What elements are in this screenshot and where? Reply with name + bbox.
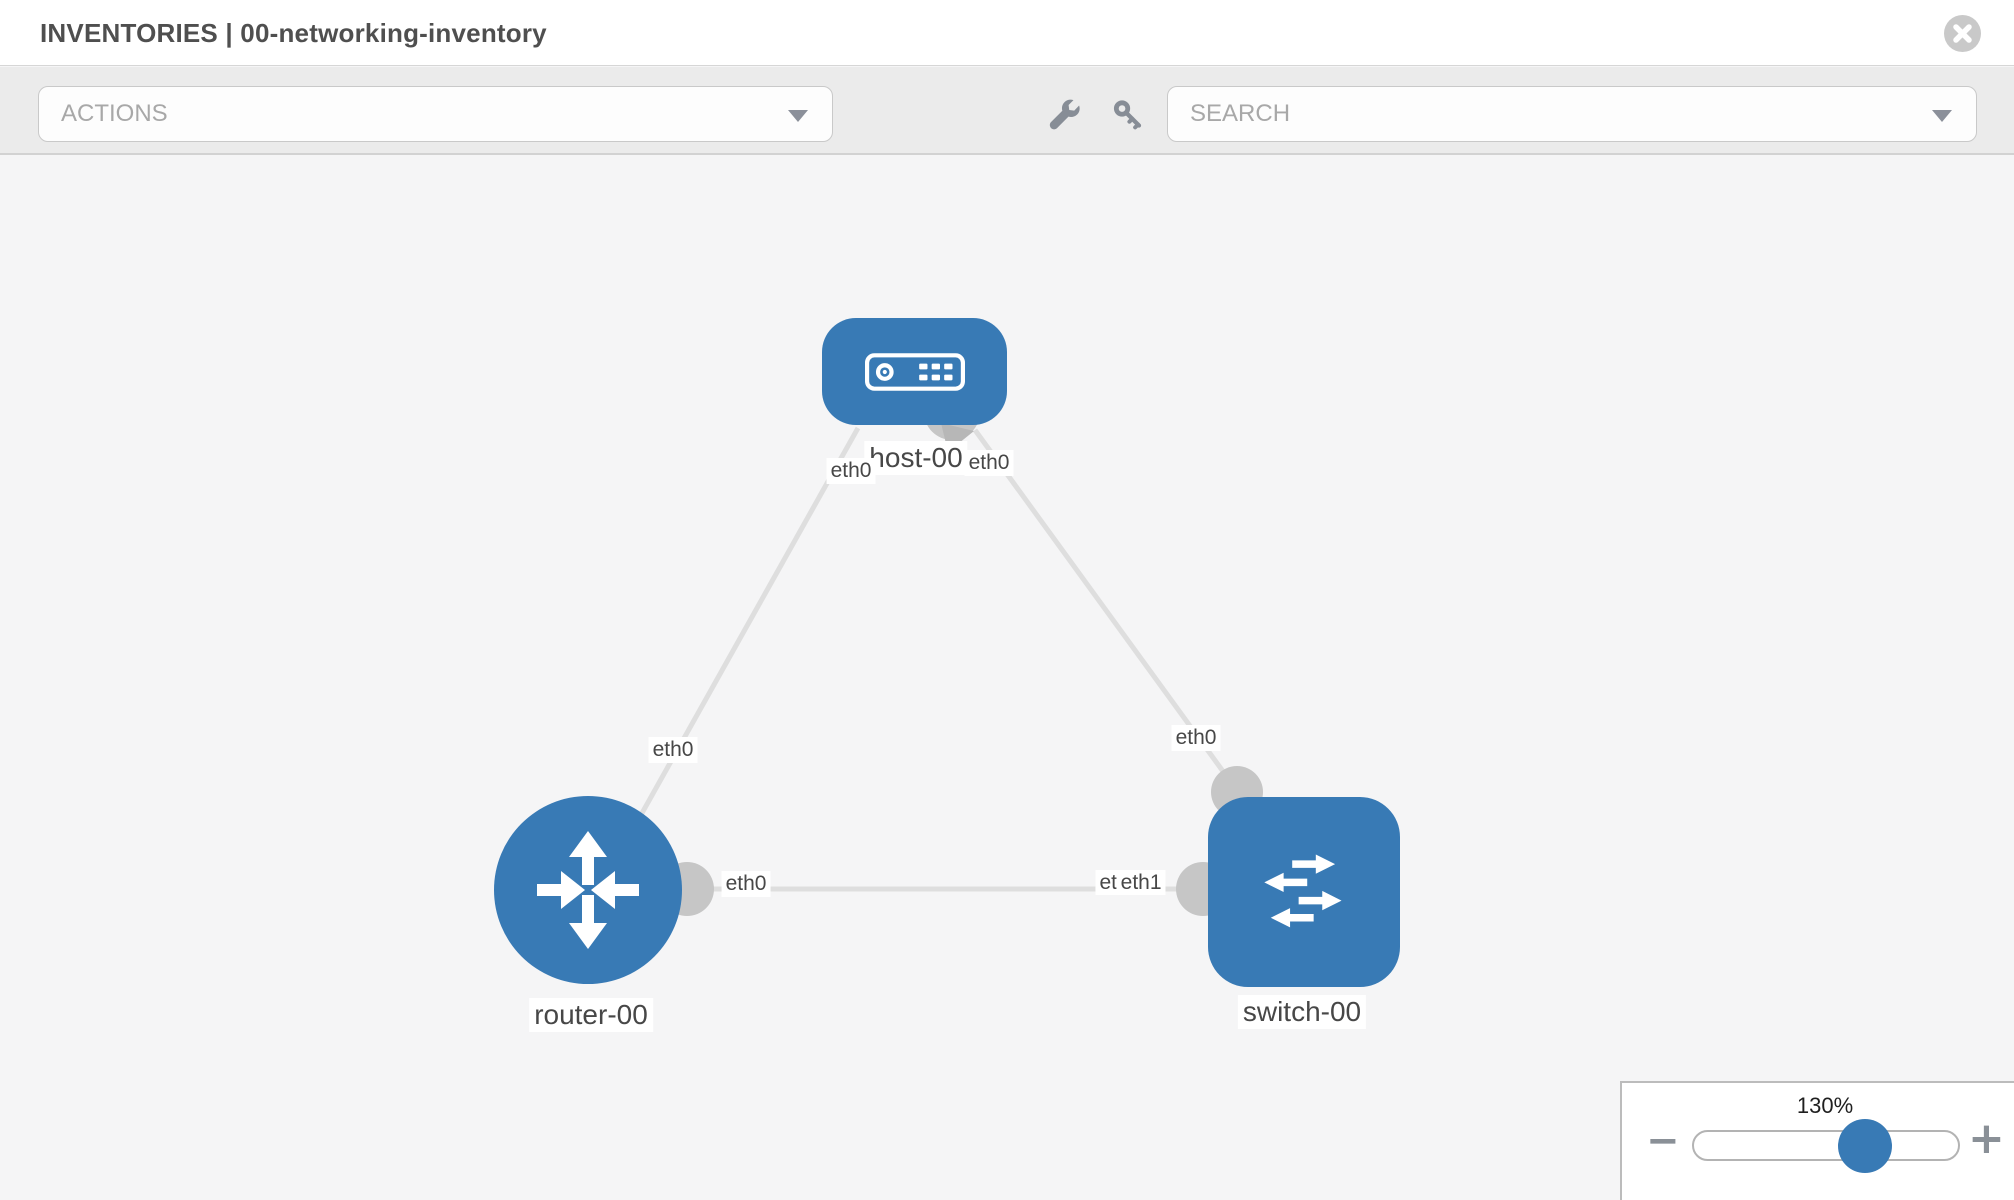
zoom-level-value: 130% (1796, 1093, 1854, 1118)
page-title: INVENTORIES | 00-networking-inventory (40, 18, 547, 48)
zoom-in-button[interactable]: + (1968, 1113, 2005, 1164)
search-dropdown-label: SEARCH (1190, 100, 1291, 127)
actions-dropdown-label: ACTIONS (61, 100, 168, 127)
credentials-key-button[interactable] (1102, 86, 1154, 142)
close-icon (1953, 24, 1972, 43)
host-icon (864, 352, 965, 391)
search-dropdown[interactable]: SEARCH (1167, 86, 1977, 142)
interface-label: eth1 (1116, 870, 1166, 895)
actions-dropdown[interactable]: ACTIONS (38, 86, 833, 142)
interface-label: eth0 (1171, 725, 1221, 751)
node-label-host: host-00 (864, 441, 968, 475)
zoom-slider-handle[interactable] (1838, 1119, 1892, 1173)
header: INVENTORIES | 00-networking-inventory (0, 0, 2014, 66)
node-label-router: router-00 (529, 998, 653, 1032)
wrench-icon (1049, 99, 1080, 130)
interface-label: eth0 (648, 737, 698, 763)
zoom-slider-track[interactable] (1692, 1130, 1960, 1161)
node-label-switch: switch-00 (1237, 995, 1367, 1029)
chevron-down-icon (788, 110, 808, 122)
node-router-00[interactable] (494, 796, 682, 984)
interface-label-overlapping: etleth1 (1095, 870, 1170, 895)
toolbar: ACTIONS SEARCH (0, 67, 2014, 155)
key-icon (1113, 100, 1142, 130)
topology-canvas[interactable] (0, 155, 2014, 1200)
close-button[interactable] (1944, 15, 1981, 52)
node-host-00[interactable] (822, 318, 1007, 425)
switch-icon (1264, 854, 1342, 928)
interface-label: eth0 (964, 450, 1014, 476)
node-switch-00[interactable] (1208, 797, 1400, 987)
interface-label: eth0 (721, 871, 771, 897)
router-icon (537, 831, 639, 949)
zoom-out-button[interactable]: − (1646, 1118, 1680, 1164)
zoom-control-panel: 130% − + (1620, 1081, 2014, 1200)
interface-label: eth0 (826, 458, 876, 484)
configure-wrench-button[interactable] (1038, 86, 1090, 142)
chevron-down-icon (1932, 110, 1952, 122)
